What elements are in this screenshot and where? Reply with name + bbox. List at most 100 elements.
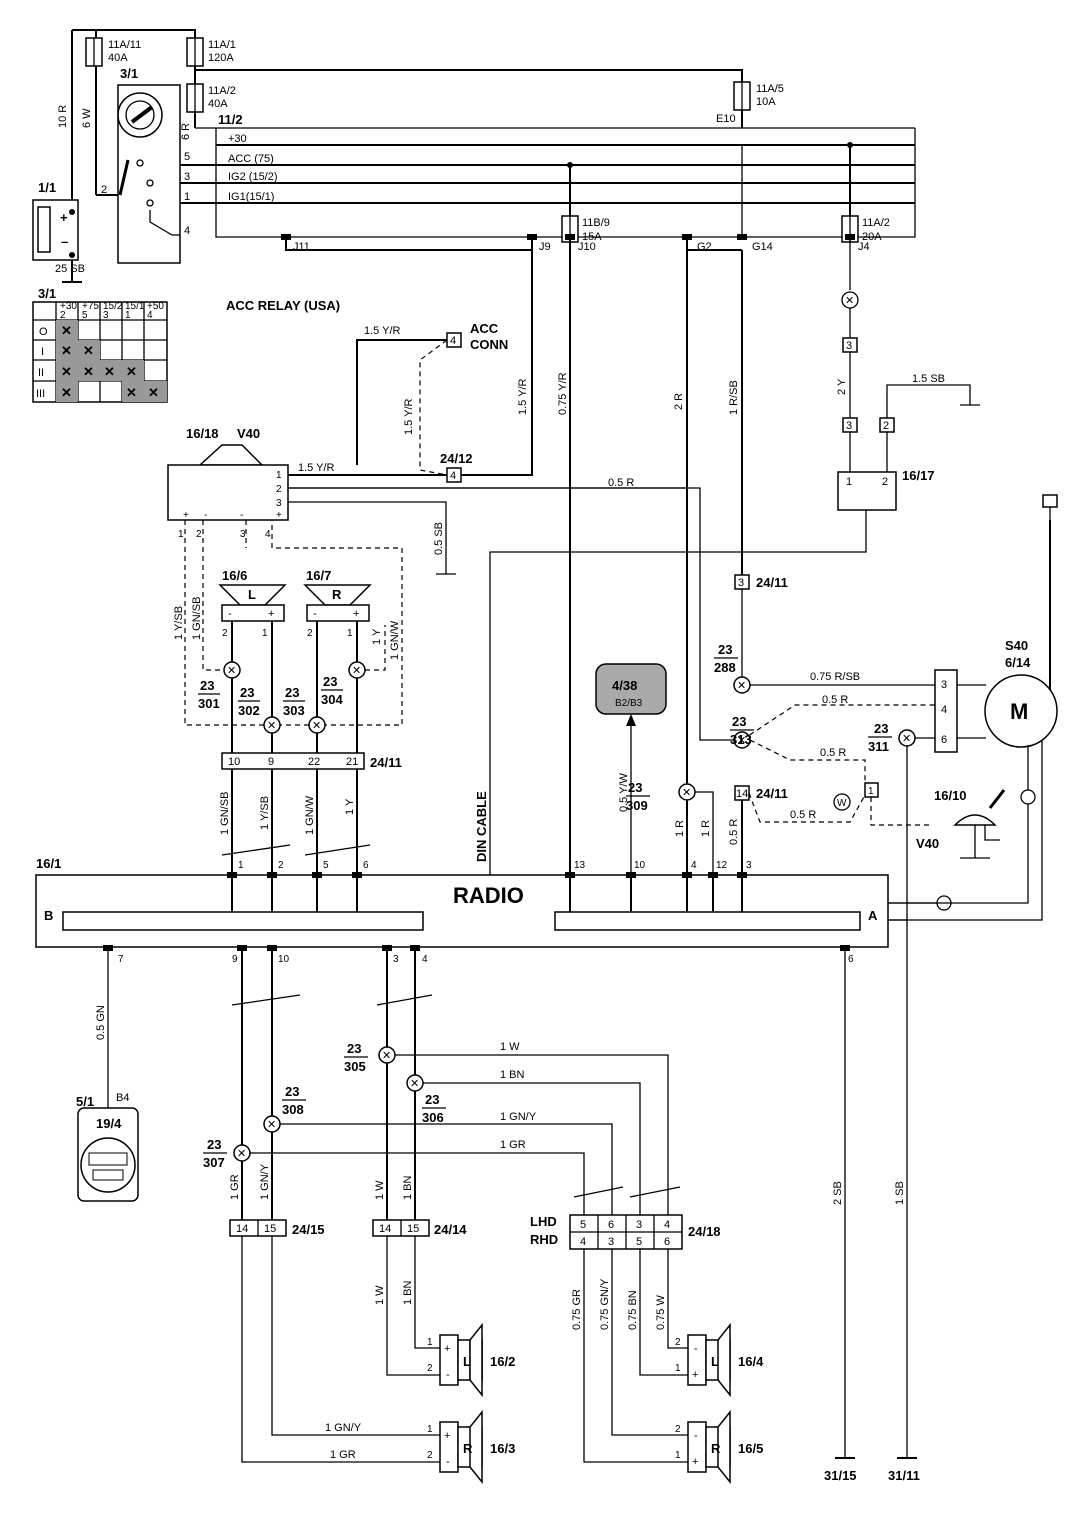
svg-text:-: -	[240, 510, 243, 521]
svg-text:1: 1	[347, 628, 353, 639]
svg-text:1 Y: 1 Y	[371, 628, 383, 645]
svg-text:0.5 R: 0.5 R	[608, 477, 634, 489]
svg-text:4: 4	[422, 954, 428, 965]
svg-text:1: 1	[262, 628, 268, 639]
wire-label: 6 W	[81, 108, 93, 128]
svg-text:6/14: 6/14	[1005, 655, 1031, 670]
svg-text:2: 2	[883, 420, 889, 432]
svg-text:✕: ✕	[83, 364, 94, 379]
svg-text:2: 2	[278, 860, 284, 871]
power-bus: 11/2 +30 ACC (75) IG2 (15/2) IG1(15/1) 5…	[172, 112, 916, 238]
svg-text:1 Y/SB: 1 Y/SB	[259, 796, 271, 830]
splice-label: E10	[716, 113, 736, 125]
svg-text:2 R: 2 R	[673, 393, 685, 410]
fuse-rating: 40A	[108, 52, 128, 64]
speaker-16-3: +- 12 R 16/3	[427, 1409, 515, 1485]
bus-line-label: ACC (75)	[228, 153, 274, 165]
svg-text:1.5 Y/R: 1.5 Y/R	[403, 398, 415, 435]
svg-text:B: B	[44, 908, 53, 923]
fuse-rating: 120A	[208, 52, 234, 64]
svg-text:16/10: 16/10	[934, 788, 967, 803]
svg-text:1 BN: 1 BN	[402, 1175, 414, 1200]
svg-text:1 BN: 1 BN	[402, 1280, 414, 1305]
svg-text:0.75 GR: 0.75 GR	[571, 1289, 583, 1330]
svg-text:1 GN/Y: 1 GN/Y	[325, 1422, 362, 1434]
svg-text:✕: ✕	[61, 364, 72, 379]
svg-text:10: 10	[634, 860, 646, 871]
svg-text:✕: ✕	[61, 343, 72, 358]
antenna-wiring: 3 24/11 ✕ 23 288 0.75 R/SB 0.5 R ✕ 23 31…	[288, 487, 935, 1458]
svg-text:0.5 Y/W: 0.5 Y/W	[618, 772, 630, 812]
svg-text:R: R	[463, 1441, 473, 1456]
svg-text:✕: ✕	[267, 720, 276, 732]
svg-text:16/6: 16/6	[222, 568, 247, 583]
svg-text:+: +	[444, 1343, 450, 1355]
svg-text:6: 6	[608, 1219, 614, 1231]
svg-text:301: 301	[198, 696, 220, 711]
svg-text:1: 1	[178, 529, 184, 540]
svg-text:✕: ✕	[83, 343, 94, 358]
svg-text:24/18: 24/18	[688, 1224, 721, 1239]
svg-text:0.75 W: 0.75 W	[655, 1295, 667, 1330]
svg-text:G2: G2	[697, 241, 712, 253]
acc-relay-label: ACC RELAY (USA)	[226, 298, 340, 313]
component-4-38: 4/38 B2/B3 0.5 Y/W	[595, 663, 667, 875]
svg-text:1 Y: 1 Y	[344, 798, 356, 815]
svg-text:+: +	[276, 510, 282, 521]
svg-text:1 W: 1 W	[374, 1285, 386, 1305]
svg-text:1: 1	[184, 191, 190, 203]
svg-text:311: 311	[868, 739, 889, 754]
svg-text:✕: ✕	[104, 364, 115, 379]
svg-text:G14: G14	[752, 241, 773, 253]
svg-text:2: 2	[675, 1424, 681, 1435]
svg-text:2 Y: 2 Y	[836, 378, 848, 395]
svg-text:J11: J11	[293, 241, 310, 253]
svg-text:21: 21	[346, 756, 358, 768]
svg-text:23: 23	[718, 642, 732, 657]
speaker-16-4: -+ 21 L 16/4	[675, 1322, 764, 1398]
svg-text:0.75 GN/Y: 0.75 GN/Y	[599, 1278, 611, 1330]
fuse-rating: 10A	[756, 96, 776, 108]
svg-text:1.5 Y/R: 1.5 Y/R	[364, 325, 401, 337]
svg-text:23: 23	[207, 1137, 221, 1152]
svg-text:✕: ✕	[312, 720, 321, 732]
svg-text:✕: ✕	[737, 735, 746, 747]
svg-text:0.5 R: 0.5 R	[822, 694, 848, 706]
component-16-17: ✕ 3 2 Y 3 2 1.5 SB 1 2 16/17	[489, 240, 980, 875]
svg-text:2: 2	[276, 484, 282, 495]
svg-text:16/3: 16/3	[490, 1441, 515, 1456]
svg-text:4: 4	[450, 470, 456, 482]
svg-text:1 GR: 1 GR	[500, 1139, 526, 1151]
svg-text:1 GR: 1 GR	[330, 1449, 356, 1461]
svg-text:4/38: 4/38	[612, 678, 637, 693]
svg-text:III: III	[36, 388, 45, 400]
svg-text:L: L	[711, 1354, 719, 1369]
svg-text:3: 3	[746, 860, 752, 871]
svg-text:2: 2	[101, 184, 107, 196]
svg-text:16/17: 16/17	[902, 468, 935, 483]
svg-text:1 Y/SB: 1 Y/SB	[173, 606, 185, 640]
svg-text:B4: B4	[116, 1092, 129, 1104]
svg-text:+: +	[353, 608, 359, 620]
svg-text:3/1: 3/1	[38, 286, 56, 301]
svg-text:5: 5	[184, 151, 190, 163]
svg-text:23: 23	[323, 674, 337, 689]
svg-text:3: 3	[738, 577, 744, 589]
svg-text:3: 3	[941, 679, 947, 691]
svg-text:M: M	[1010, 699, 1028, 724]
svg-text:22: 22	[308, 756, 320, 768]
svg-text:✕: ✕	[148, 385, 159, 400]
svg-text:1 R: 1 R	[674, 820, 686, 837]
svg-text:-: -	[694, 1343, 698, 1355]
fuse-rating: 40A	[208, 98, 228, 110]
svg-text:16/1: 16/1	[36, 856, 61, 871]
front-speaker-wiring: 1 Y/SB 1 GN/SB 1 Y 1 GN/W ✕ ✕ ✕ ✕ 10 9 2…	[173, 520, 403, 875]
svg-text:✕: ✕	[267, 1119, 276, 1131]
bus-splices: J11 J9 J10 G2 G14 J4	[281, 145, 870, 253]
svg-text:1: 1	[846, 476, 852, 488]
svg-text:1 GN/Y: 1 GN/Y	[500, 1111, 537, 1123]
svg-text:1 GN/SB: 1 GN/SB	[191, 597, 203, 640]
svg-text:304: 304	[321, 692, 343, 707]
